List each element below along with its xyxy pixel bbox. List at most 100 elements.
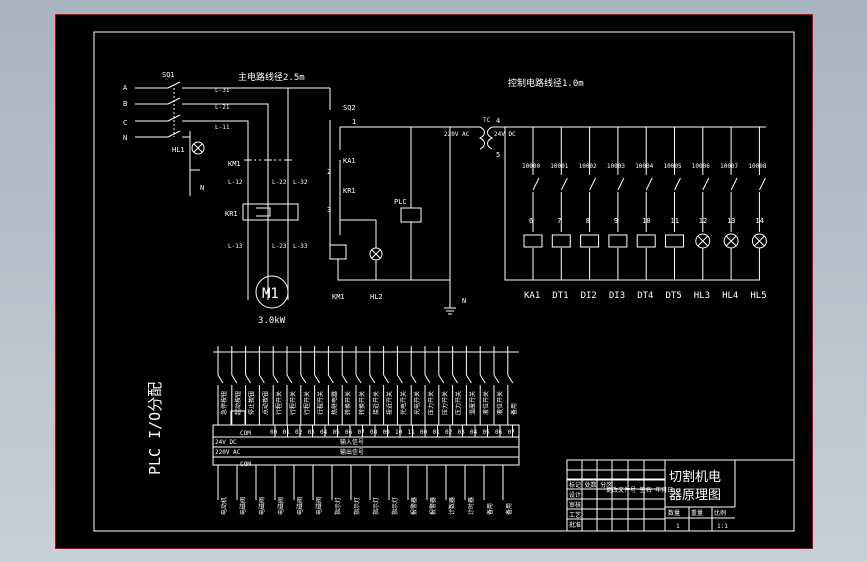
tb-left-label: 工艺 [569,511,581,519]
plc-terminal-label: 03 [458,429,466,436]
plc-input-tag: 停止按钮 [248,391,256,415]
output-name: DI3 [609,291,625,301]
output-name: HL4 [722,291,738,301]
sq1-label: SQ1 [162,71,175,79]
km1-main-label: KM1 [228,160,241,168]
plc-output-wiring: 电动机电磁阀电磁阀电磁阀电磁阀电磁阀指示灯指示灯指示灯指示灯报警器报警器计数器计… [217,465,513,515]
l22-label: L-22 [272,179,287,186]
plc-power-box [230,410,246,426]
plc-output-tag: 计数器 [448,497,456,515]
output-name: DT5 [666,291,682,301]
plc-output-9: 指示灯 [388,465,399,515]
output-name: DT4 [637,291,653,301]
input-switch [424,374,431,384]
lamp-cross [697,235,709,247]
input-switch [438,374,445,384]
input-switch [369,374,376,384]
plc-input-tag: 接近开关 [386,391,394,415]
l13-label: L-13 [228,243,243,250]
title-block-frame [566,459,795,532]
output-address: 10004 [635,163,653,170]
plc-output-11: 报警器 [426,465,437,515]
plc-input-tag: 起动按钮 [234,391,242,415]
tb-left-label: 审核 [569,501,581,509]
plc-output-13: 计时器 [464,465,475,515]
branch-wire [702,127,710,280]
plc-row-ac: 220V AC [215,449,241,456]
input-switch [410,374,417,384]
input-switch [245,374,252,384]
drawing-title-1: 切割机电 [669,469,721,485]
output-ladder: 100006KA1100017DT1100028DI2100039DI31000… [522,127,767,301]
output-address: 10008 [748,163,766,170]
output-number: 14 [755,217,763,225]
input-switch [507,374,514,384]
plc-terminal-strip [212,424,520,466]
plc-terminal-label: 06 [345,429,353,436]
input-switch [217,374,224,384]
plc-terminal-label: 06 [495,429,503,436]
output-name: DT1 [552,291,568,301]
plc-input-tag: 液位开关 [482,391,490,415]
tb-left-label: 批准 [569,521,581,529]
plc-input-19: 液位开关 [479,346,490,425]
plc-input-4: 行程开关 [272,346,283,425]
l23-label: L-23 [272,243,287,250]
plc-input-tag: 行程开关 [317,391,325,415]
branch-wire [645,127,653,280]
plc-output-tag: 报警器 [410,497,418,515]
plc-input-tag: 压力开关 [441,391,449,415]
output-address: 10002 [579,163,597,170]
lamp-cross [754,235,765,247]
output-name: KA1 [524,291,540,301]
plc-input-13: 光电开关 [396,346,407,425]
hl1-label: HL1 [172,146,185,154]
branch-wire [758,127,766,280]
output-number: 9 [614,217,618,225]
tb-mid-labels: 更改文件号 签名 年月日 [606,486,673,494]
branch-wire [617,127,625,280]
plc-input-15: 压力开关 [424,346,435,425]
phase-n-line [135,130,191,196]
hl1-cross [193,143,203,153]
tb-left-label: 设计 [569,491,581,499]
output-number: 13 [727,217,735,225]
plc-input-band: 输入信号 [340,438,364,446]
input-switch [314,374,321,384]
branch-wire [589,127,597,280]
input-switch [383,374,390,384]
ctrl-bottom-bus [337,219,450,281]
plc-input-10: 转换开关 [355,346,366,425]
kr1-ctrl-label: KR1 [343,187,356,195]
plc-output-2: 电磁阀 [255,465,266,515]
plc-output-tag: 指示灯 [372,497,380,515]
col-qty: 数量 [668,509,680,517]
hl2-label: HL2 [370,293,383,301]
output-address: 10003 [607,163,625,170]
plc-input-11: 接近开关 [369,346,380,425]
ka1-ctrl-label: KA1 [343,157,356,165]
plc-terminal-label: 03 [308,429,316,436]
node-1: 1 [352,118,356,126]
plc-output-tag: 备用 [505,503,513,515]
plc-input-5: 行程开关 [286,346,297,425]
kr1-element [256,207,271,217]
sq2-label: SQ2 [343,104,356,112]
plc-input-tag: 压力开关 [427,391,435,415]
l11-label: L-11 [215,124,230,131]
output-coil [665,234,684,248]
plc-terminal-label: 01 [283,429,291,436]
title-block: 切割机电 器原理图 数量 重量 比例 1 1:1 更改文件号 签名 年月日 标记… [566,459,795,532]
plc-terminal-label: 05 [483,429,491,436]
plc-input-20: 液位开关 [493,346,504,425]
main-circuit: 主电路线径2.5m SQ1 A B C N L-31 L-21 L-11 HL1… [123,71,330,326]
input-switch [300,374,307,384]
output-coil [608,234,628,248]
output-coil [580,234,600,248]
plc-input-tag: 光电开关 [413,391,421,415]
